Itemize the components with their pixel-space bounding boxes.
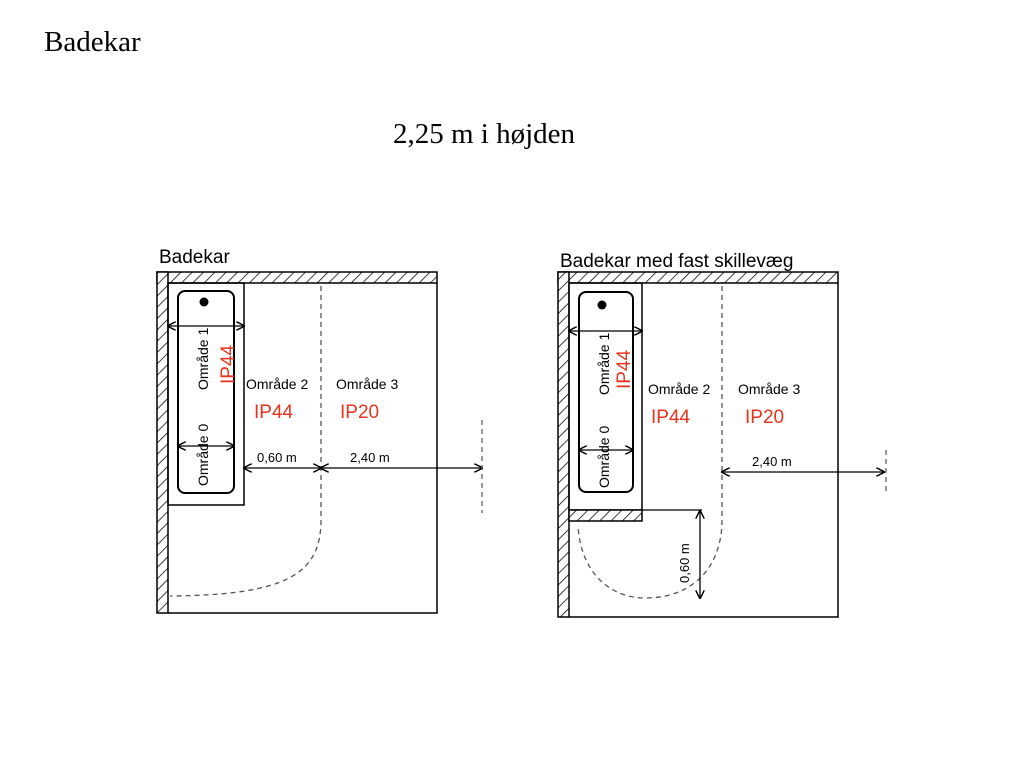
left-dim-060-label: 0,60 m: [257, 450, 297, 465]
right-room-outline: [569, 283, 839, 618]
left-zone2-ip: IP44: [254, 402, 294, 423]
right-top-wall: [557, 271, 839, 284]
height-note: 2,25 m i højden: [392, 118, 576, 150]
left-bathtub-outer: [167, 282, 245, 506]
left-zone1-label: Område 1: [195, 328, 211, 390]
right-zone3-label: Område 3: [738, 381, 800, 397]
left-zone3-label: Område 3: [336, 376, 398, 392]
right-zone1-ip: IP44: [614, 349, 635, 389]
right-panel-title: Badekar med fast skillevæg: [560, 251, 793, 272]
right-dim-240-label: 2,40 m: [752, 454, 792, 469]
slide-title: Badekar: [44, 26, 141, 58]
left-side-wall: [156, 271, 169, 614]
right-zone2-label: Område 2: [648, 381, 710, 397]
slide-subtitle: 2,25 m i højden: [0, 118, 968, 151]
right-drain-icon: [597, 300, 607, 310]
right-zone3-ip: IP20: [745, 407, 784, 428]
left-drain-icon: [199, 297, 209, 307]
right-zone1-label: Område 1: [596, 333, 612, 395]
right-panel: Badekar med fast skillevæg Område 1 IP44…: [557, 251, 887, 618]
left-zone-boundary: [169, 286, 322, 597]
left-bathtub-inner: [177, 290, 235, 494]
left-zone0-label: Område 0: [195, 424, 211, 486]
left-top-wall: [156, 271, 438, 284]
right-dim-060-label: 0,60 m: [677, 543, 692, 583]
right-bathtub-inner: [578, 291, 634, 493]
left-zone2-label: Område 2: [246, 376, 308, 392]
right-zone2-ip: IP44: [651, 407, 691, 428]
right-side-wall: [557, 271, 570, 618]
left-panel: Badekar Område 1 IP44 Område 0 Område 2 …: [156, 247, 482, 614]
right-partition-wall: [568, 509, 643, 522]
left-panel-title: Badekar: [159, 247, 230, 268]
left-zone3-ip: IP20: [340, 402, 379, 423]
left-zone1-ip: IP44: [218, 344, 239, 384]
left-room-outline: [168, 283, 438, 614]
right-zone0-label: Område 0: [596, 426, 612, 488]
right-zone-boundary: [577, 286, 723, 599]
left-dim-240-label: 2,40 m: [350, 450, 390, 465]
